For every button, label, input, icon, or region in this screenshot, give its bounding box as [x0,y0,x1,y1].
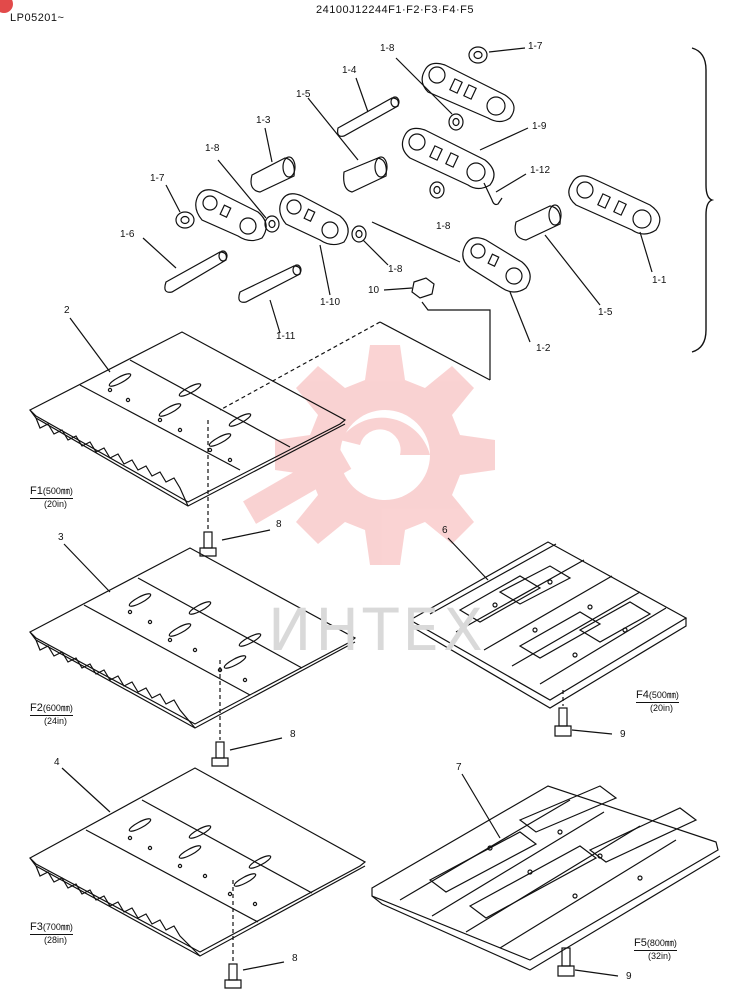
bolt-9-lower [557,947,575,977]
pin-1-4 [337,96,400,137]
callout-1-1: 1-1 [652,275,667,286]
callout-2: 2 [64,305,70,316]
caption-f2: F2(600㎜) (24in) [30,701,73,726]
callout-1-2: 1-2 [536,343,551,354]
callout-1-8-right: 1-8 [388,264,403,275]
bushing-1-5-top [343,156,388,193]
callout-9-lower: 9 [626,971,632,982]
caption-f4-metric: (500㎜) [648,690,679,700]
caption-f2-imperial: (24in) [44,716,68,726]
callout-3: 3 [58,532,64,543]
caption-f1-name: F1 [30,485,43,497]
callout-1-8-top: 1-8 [380,43,395,54]
washer-1-8-mid [429,181,445,199]
callout-8-lower: 8 [292,953,298,964]
washer-1-7-top [468,46,488,64]
callout-9-upper: 9 [620,729,626,740]
callout-1-8-left: 1-8 [205,143,220,154]
caption-f1-imperial: (20in) [44,499,68,509]
caption-f2-metric: (600㎜) [42,703,73,713]
pin-1-12 [483,182,503,206]
callout-1-4: 1-4 [342,65,357,76]
bolt-8-upper [199,531,217,557]
pin-1-6 [164,250,228,293]
track-link-1-1 [568,175,661,235]
caption-f5-metric: (800㎜) [646,938,677,948]
bushing-1-3 [250,156,296,193]
pin-1-11 [238,264,302,303]
callout-1-7-top: 1-7 [528,41,543,52]
caption-f3-imperial: (28in) [44,935,68,945]
callout-1-5-top: 1-5 [296,89,311,100]
track-shoe-3 [28,547,357,729]
callout-8-middle: 8 [290,729,296,740]
caption-f3-name: F3 [30,921,43,933]
bolt-8-lower [224,963,242,989]
washer-1-8-top [448,113,464,131]
caption-f4-name: F4 [636,689,649,701]
caption-f4: F4(500㎜) (20in) [636,688,679,713]
corner-badge [0,0,13,13]
track-link-1-9 [401,127,495,190]
caption-f3: F3(700㎜) (28in) [30,920,73,945]
bolt-9-upper [554,707,572,737]
callout-1-5-right: 1-5 [598,307,613,318]
caption-f4-imperial: (20in) [650,703,674,713]
watermark-text: ИНТЕХ [268,596,487,664]
washer-1-8-left [264,215,280,233]
bolt-8-middle [211,741,229,767]
track-link-1-2 [462,237,531,293]
washer-1-8-right [351,225,367,243]
callout-1-12: 1-12 [530,165,551,176]
callout-6: 6 [442,525,448,536]
callout-10: 10 [368,285,380,296]
track-link-top-right [421,62,515,123]
track-link-left [195,189,267,242]
callout-4: 4 [54,757,60,768]
track-shoe-4 [29,767,367,957]
callout-1-6: 1-6 [120,229,135,240]
nut-10 [411,277,435,299]
track-link-1-10 [279,193,349,246]
callout-1-11: 1-11 [276,331,296,342]
diagram-title: 24100J12244F1·F2·F3·F4·F5 [316,4,475,16]
track-shoe-2 [28,331,347,507]
track-shoe-7 [371,785,721,971]
caption-f3-metric: (700㎜) [42,922,73,932]
callout-7: 7 [456,762,462,773]
diagram-code: LP05201~ [10,12,65,24]
caption-f5-imperial: (32in) [648,951,672,961]
track-shoe-6 [408,541,688,709]
callout-1-9: 1-9 [532,121,547,132]
washer-1-7-left [175,211,195,229]
callout-1-3: 1-3 [256,115,271,126]
callout-1-10: 1-10 [320,297,341,308]
callout-8-upper: 8 [276,519,282,530]
caption-f5: F5(800㎜) (32in) [634,936,677,961]
assembly-bracket [691,47,715,353]
caption-f1-metric: (500㎜) [42,486,73,496]
bushing-1-5-right [514,204,562,241]
callout-1-7-left: 1-7 [150,173,165,184]
caption-f1: F1(500㎜) (20in) [30,484,73,509]
caption-f5-name: F5 [634,937,647,949]
callout-1-8-mid: 1-8 [436,221,451,232]
watermark-gear-logo [243,345,495,565]
caption-f2-name: F2 [30,702,43,714]
